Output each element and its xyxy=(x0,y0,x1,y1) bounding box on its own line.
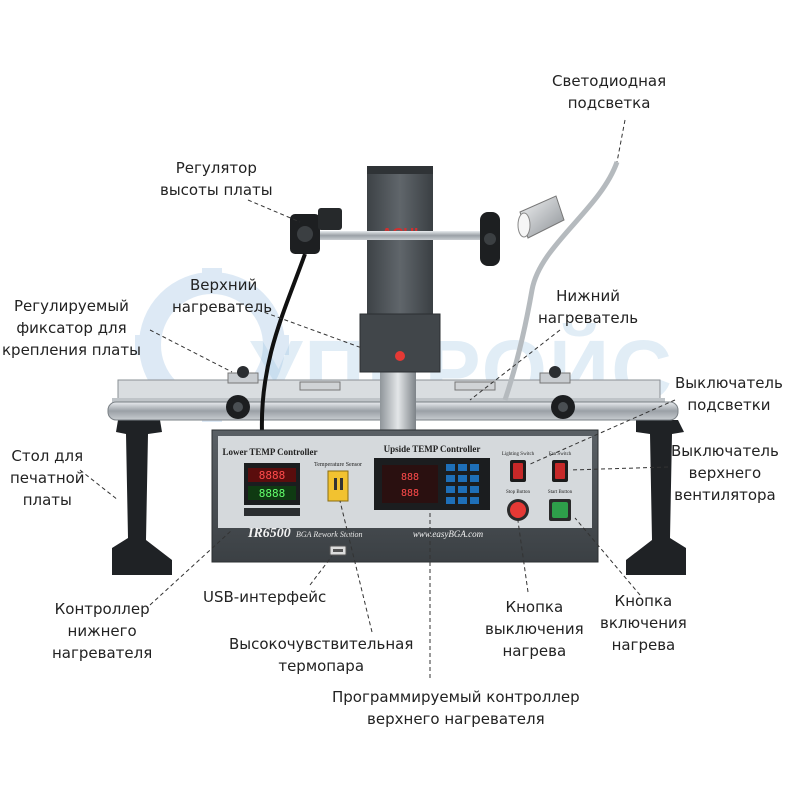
fan-switch-label: Fan Switch xyxy=(549,452,572,457)
svg-text:8888: 8888 xyxy=(259,487,286,500)
svg-text:8888: 8888 xyxy=(259,469,286,482)
leader-usb xyxy=(309,555,333,586)
leader-led-light xyxy=(616,119,626,163)
callout-upper-heater: Верхний нагреватель xyxy=(172,276,273,316)
board-support-pins xyxy=(299,381,496,391)
thermocouple-socket[interactable] xyxy=(327,470,349,502)
callout-stop-heating: Кнопка выключения нагрева xyxy=(485,598,584,660)
callout-height-regulator: Регулятор высоты платы xyxy=(160,159,273,199)
stop-heating-button[interactable] xyxy=(507,499,529,521)
leader-light-switch xyxy=(527,399,676,466)
pcb-table-right-stand xyxy=(626,420,686,575)
upper-panel-title: Upside TEMP Controller xyxy=(384,444,481,454)
tower-top-cap xyxy=(367,166,433,174)
height-arm-rod xyxy=(300,231,496,240)
svg-text:888: 888 xyxy=(401,472,419,483)
callout-leader-lines xyxy=(79,119,676,678)
leader-stop-heating xyxy=(517,520,529,593)
leader-start-heating xyxy=(574,517,641,596)
upper-heater-indicator xyxy=(395,351,405,361)
leader-height-regulator xyxy=(247,199,301,223)
model-name: IR6500 xyxy=(247,526,291,541)
callout-led-light: Светодиодная подсветка xyxy=(552,72,667,112)
temperature-sensor-label: Temperature Sensor xyxy=(314,462,362,468)
start-heating-button[interactable] xyxy=(549,499,571,521)
upper-heater-head xyxy=(359,313,441,373)
lower-controller-display: 8888 8888 xyxy=(244,463,300,516)
fan-switch[interactable] xyxy=(552,460,568,482)
lighting-switch[interactable] xyxy=(510,460,526,482)
svg-text:888: 888 xyxy=(401,488,419,499)
callout-upper-controller: Программируемый контроллер верхнего нагр… xyxy=(332,688,580,728)
tower-pole xyxy=(380,365,416,435)
led-lamp-head xyxy=(517,195,565,239)
model-subtitle: BGA Rework Station xyxy=(296,530,363,539)
power-cable xyxy=(259,253,307,433)
leader-lower-controller xyxy=(149,529,233,606)
leader-board-clamp xyxy=(149,329,233,373)
led-lamp-gooseneck xyxy=(502,161,620,401)
clamp-knob-left xyxy=(226,395,250,419)
upper-controller-keypad[interactable] xyxy=(446,464,479,504)
board-clamp-right xyxy=(539,366,571,384)
height-knob-right xyxy=(480,212,500,266)
lighting-switch-label: Lighting Switch xyxy=(502,452,535,457)
lower-panel-title: Lower TEMP Controller xyxy=(223,447,318,457)
start-button-label: Start Button xyxy=(548,490,573,495)
leader-upper-heater xyxy=(257,309,363,349)
leader-lower-heater xyxy=(469,329,561,401)
callout-pcb-table: Стол для печатной платы xyxy=(10,447,85,509)
callout-thermocouple: Высокочувствительная термопара xyxy=(229,635,414,675)
leader-pcb-table xyxy=(79,469,119,501)
leader-fan-switch xyxy=(569,466,669,471)
stop-button-label: Stop Button xyxy=(506,490,531,495)
callout-board-clamp: Регулируемый фиксатор для крепления плат… xyxy=(2,297,141,359)
callout-fan-switch: Выключатель верхнего вентилятора xyxy=(671,442,779,504)
callout-usb: USB-интерфейс xyxy=(203,588,327,606)
height-knob-left xyxy=(290,208,342,254)
callout-start-heating: Кнопка включения нагрева xyxy=(600,592,687,654)
callout-lower-controller: Контроллер нижнего нагревателя xyxy=(52,600,153,662)
callout-light-switch: Выключатель подсветки xyxy=(675,374,783,414)
heater-tower xyxy=(367,166,433,316)
callout-lower-heater: Нижний нагреватель xyxy=(538,287,639,327)
website-text: www.easyBGA.com xyxy=(413,529,484,539)
clamp-knob-right xyxy=(551,395,575,419)
usb-port[interactable] xyxy=(329,545,347,556)
board-clamp-left xyxy=(227,366,259,384)
leader-thermocouple xyxy=(339,500,373,633)
pcb-table-left-stand xyxy=(112,420,172,575)
